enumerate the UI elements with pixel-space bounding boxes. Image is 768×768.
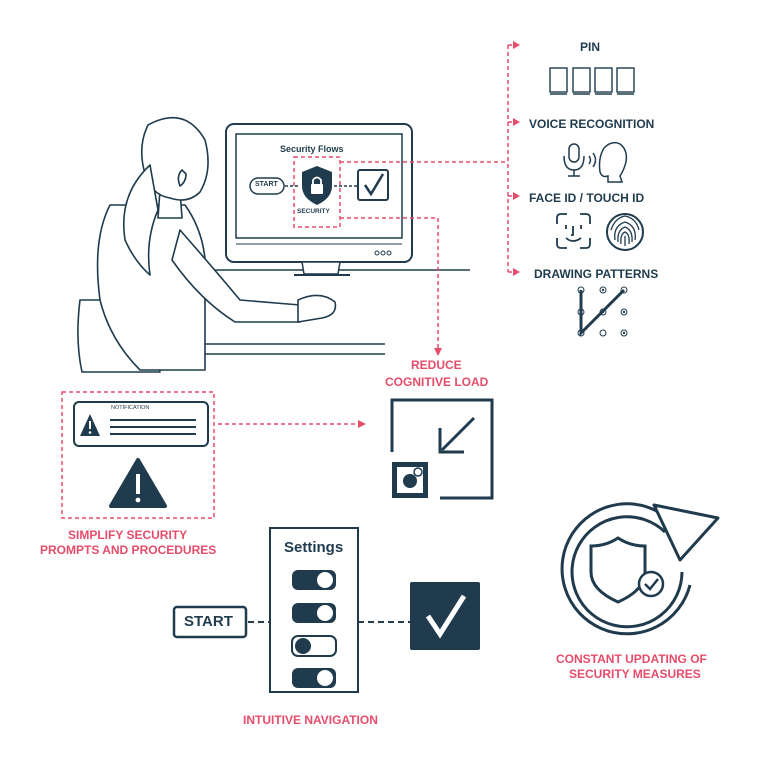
start-label: START [184,613,233,630]
toggle-switch [292,603,336,623]
person-illustration [77,116,337,373]
face-label: FACE ID / TOUCH ID [529,191,645,205]
monitor-security-label: SECURITY [297,208,330,215]
reduce-label-line1: REDUCE [411,358,462,372]
reduce-label-line2: COGNITIVE LOAD [385,375,489,389]
notification-label: NOTIFICATION [111,405,150,411]
update-cycle-icon [560,502,720,636]
notification-card [73,401,209,447]
drawing-label: DRAWING PATTERNS [534,267,659,281]
settings-panel [269,527,359,693]
simplify-label-line1: SIMPLIFY SECURITY [68,528,188,542]
settings-title: Settings [284,539,344,556]
voice-recognition-icon [563,141,628,183]
monitor-start-pill [249,177,285,195]
toggle-switch [292,668,336,688]
drawing-pattern-icon [577,286,628,337]
security-shield-icon [302,166,332,205]
pin-icon [549,67,635,95]
dashed-connectors [61,44,516,519]
reduce-load-icon [390,398,494,500]
simplify-label-line2: PROMPTS AND PROCEDURES [40,543,217,557]
toggle-switch [292,570,336,590]
monitor-check-icon [357,169,389,201]
pin-label: PIN [580,40,601,54]
monitor-start-label: START [255,181,278,188]
updating-label-line1: CONSTANT UPDATING OF [556,652,707,666]
face-id-icon [556,213,591,249]
navigation-caption: INTUITIVE NAVIGATION [243,713,378,727]
updating-label-line2: SECURITY MEASURES [569,667,701,681]
arrow-heads [358,41,520,428]
start-box [172,605,248,639]
toggle-switch [291,635,337,657]
voice-label: VOICE RECOGNITION [529,117,655,131]
monitor-title: Security Flows [280,144,344,154]
fingerprint-icon [606,213,644,251]
check-box-icon [410,582,480,650]
warning-triangle-icon [109,458,167,508]
